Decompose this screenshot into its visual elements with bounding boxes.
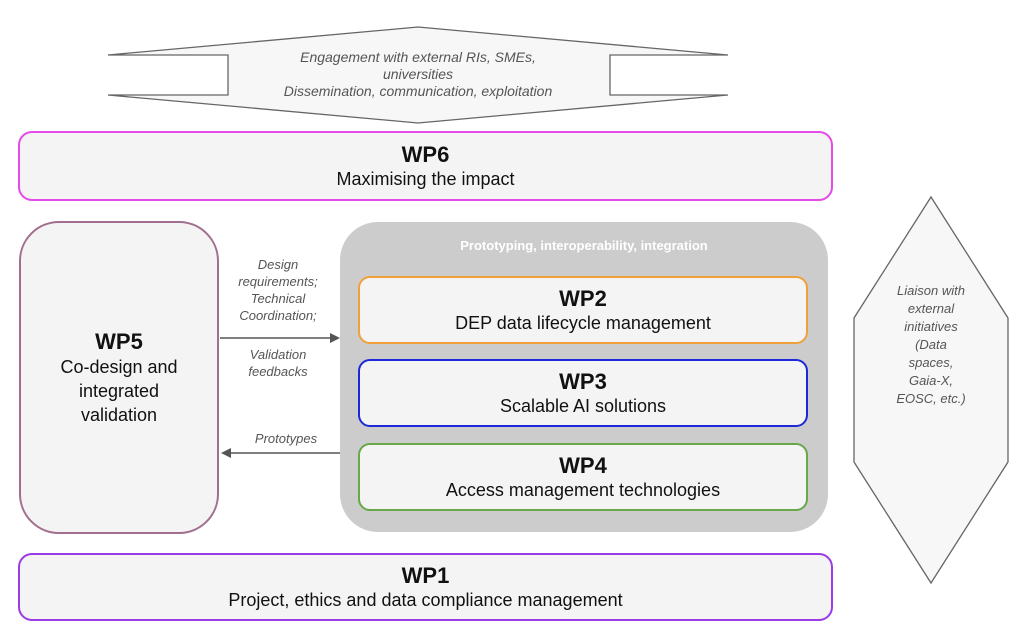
wp6-box: WP6 Maximising the impact: [18, 131, 833, 201]
wp2-subtitle: DEP data lifecycle management: [455, 313, 711, 333]
wp3-subtitle: Scalable AI solutions: [499, 396, 667, 416]
wp1-title: WP1: [401, 563, 450, 588]
design-label-line-4: Coordination;: [239, 308, 317, 323]
top-arrow-text: Engagement with external RIs, SMEs, univ…: [228, 49, 608, 100]
side-double-arrow: [853, 195, 1009, 585]
top-arrow-line-1: Engagement with external RIs, SMEs,: [300, 49, 536, 65]
top-arrow-line-3: Dissemination, communication, exploitati…: [283, 83, 553, 99]
wp5-title: WP5: [95, 328, 143, 354]
prototyping-panel-title: Prototyping, interoperability, integrati…: [460, 238, 708, 253]
validation-label-line-2: feedbacks: [248, 364, 308, 379]
top-double-arrow: [107, 26, 729, 124]
wp4-title: WP4: [559, 453, 607, 478]
design-requirements-label: Design requirements; Technical Coordinat…: [222, 256, 334, 324]
side-arrow-line-1: Liaison with: [897, 283, 965, 298]
design-label-line-2: requirements;: [238, 274, 318, 289]
feedback-arrow-head: [330, 333, 340, 343]
design-label-line-1: Design: [257, 257, 299, 272]
prototypes-label: Prototypes: [254, 431, 318, 446]
side-arrow-line-3: initiatives: [904, 319, 958, 334]
validation-label-line-1: Validation: [249, 347, 307, 362]
wp3-box: WP3 Scalable AI solutions: [358, 359, 808, 427]
wp6-title: WP6: [401, 142, 450, 167]
wp5-subtitle-line-2: integrated: [78, 380, 160, 401]
wp2-box: WP2 DEP data lifecycle management: [358, 276, 808, 344]
validation-feedbacks-label: Validation feedbacks: [222, 346, 334, 380]
top-arrow-line-2: universities: [382, 66, 454, 82]
wp2-title: WP2: [559, 286, 607, 311]
side-arrow-line-2: external: [907, 301, 955, 316]
wp5-subtitle-line-3: validation: [80, 404, 158, 425]
side-arrow-line-5: spaces,: [908, 355, 954, 370]
side-arrow-line-4: (Data: [915, 337, 947, 352]
prototypes-arrow-head: [221, 448, 231, 458]
design-label-line-3: Technical: [250, 291, 306, 306]
wp6-subtitle: Maximising the impact: [336, 169, 515, 189]
wp4-subtitle: Access management technologies: [445, 480, 721, 500]
wp5-box: WP5 Co-design and integrated validation: [19, 221, 219, 534]
wp4-box: WP4 Access management technologies: [358, 443, 808, 511]
wp5-subtitle-line-1: Co-design and: [60, 356, 178, 377]
wp1-subtitle: Project, ethics and data compliance mana…: [228, 590, 623, 610]
wp1-box: WP1 Project, ethics and data compliance …: [18, 553, 833, 621]
wp3-title: WP3: [559, 369, 607, 394]
side-arrow-line-6: Gaia-X,: [908, 373, 954, 388]
side-arrow-line-7: EOSC, etc.): [896, 391, 966, 406]
side-arrow-text: Liaison with external initiatives (Data …: [866, 282, 996, 408]
